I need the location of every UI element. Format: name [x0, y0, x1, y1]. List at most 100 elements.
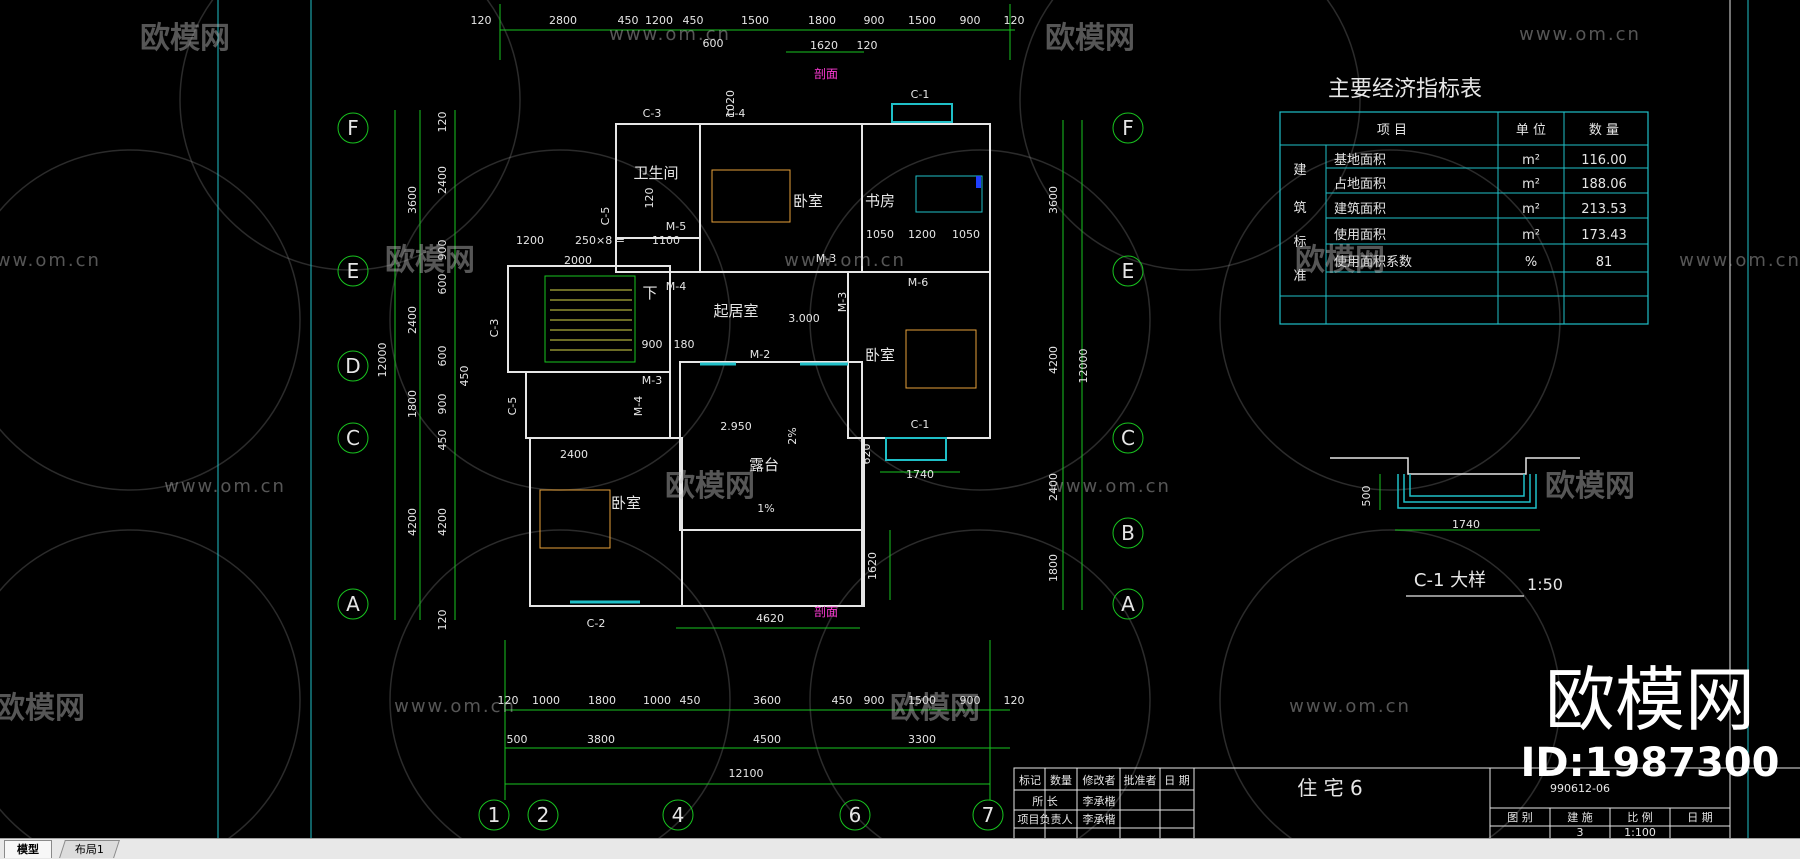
cad-drawing-canvas[interactable]: F E D C A F E C B A 1 2 4 6 7 120 2800 4… [0, 0, 1800, 838]
svg-text:欧模网: 欧模网 [385, 243, 475, 278]
svg-text:120: 120 [1004, 694, 1025, 707]
svg-text:项 目: 项 目 [1377, 123, 1407, 138]
svg-text:标记: 标记 [1019, 773, 1041, 787]
sheet-frame [217, 0, 1749, 838]
svg-text:3800: 3800 [587, 733, 615, 746]
svg-text:2000: 2000 [564, 254, 592, 267]
axis-label-2: 2 [537, 803, 550, 827]
watermark-logo: 欧模网 ID:1987300 [1510, 660, 1790, 786]
svg-text:4200: 4200 [436, 508, 449, 536]
svg-text:1800: 1800 [588, 694, 616, 707]
tab-model[interactable]: 模型 [4, 840, 52, 858]
svg-text:180: 180 [674, 338, 695, 351]
svg-text:1%: 1% [757, 502, 774, 515]
svg-text:120: 120 [471, 14, 492, 27]
layout-tab-bar: 模型 布局1 [0, 838, 1800, 859]
axis-label-c: C [346, 426, 360, 450]
svg-text:213.53: 213.53 [1581, 202, 1627, 217]
svg-text:C-1: C-1 [911, 88, 930, 101]
svg-text:图 别: 图 别 [1507, 811, 1533, 824]
svg-text:81: 81 [1596, 255, 1613, 270]
svg-text:m²: m² [1522, 153, 1540, 168]
svg-text:900: 900 [960, 14, 981, 27]
svg-text:日 期: 日 期 [1164, 774, 1190, 787]
svg-text:1200: 1200 [516, 234, 544, 247]
svg-text:2400: 2400 [406, 306, 419, 334]
svg-text:李承楷: 李承楷 [1083, 794, 1116, 808]
svg-text:C-1: C-1 [911, 418, 930, 431]
svg-text:188.06: 188.06 [1581, 177, 1627, 192]
svg-text:450: 450 [680, 694, 701, 707]
economic-indicator-table: 主要经济指标表 项 目 单 位 数 量 建 筑 标 准 基地面积 m² 116.… [1279, 77, 1649, 325]
svg-text:1200: 1200 [908, 228, 936, 241]
svg-text:990612-06: 990612-06 [1550, 782, 1610, 795]
room-bedroom-bottom: 卧室 [611, 494, 641, 512]
svg-text:1050: 1050 [866, 228, 894, 241]
svg-text:600: 600 [436, 346, 449, 367]
svg-text:173.43: 173.43 [1581, 228, 1627, 243]
svg-text:3600: 3600 [406, 186, 419, 214]
svg-text:www.om.cn: www.om.cn [1679, 250, 1800, 271]
axis-label-1: 1 [488, 803, 501, 827]
svg-text:500: 500 [507, 733, 528, 746]
svg-text:600: 600 [436, 274, 449, 295]
axis-label-a-right: A [1121, 592, 1135, 616]
svg-text:www.om.cn: www.om.cn [784, 250, 906, 271]
svg-text:4200: 4200 [406, 508, 419, 536]
tab-layout1[interactable]: 布局1 [59, 840, 120, 858]
svg-text:C-4: C-4 [727, 107, 746, 120]
svg-text:1620: 1620 [866, 552, 879, 580]
svg-text:120: 120 [857, 39, 878, 52]
svg-text:李承楷: 李承楷 [1083, 812, 1116, 826]
svg-text:欧模网: 欧模网 [0, 691, 85, 726]
axis-label-a: A [346, 592, 360, 616]
svg-text:www.om.cn: www.om.cn [394, 696, 516, 717]
svg-text:数 量: 数 量 [1589, 123, 1619, 138]
watermark-logo-text: 欧模网 [1545, 659, 1755, 741]
svg-text:1050: 1050 [952, 228, 980, 241]
room-terrace: 露台 [749, 456, 779, 474]
svg-text:C-3: C-3 [643, 107, 662, 120]
svg-text:120: 120 [498, 694, 519, 707]
axis-label-f-right: F [1122, 116, 1134, 140]
top-dimension-text: 120 2800 450 1200 450 1500 1800 900 1500… [471, 14, 1025, 118]
svg-text:120: 120 [436, 112, 449, 133]
svg-text:使用面积: 使用面积 [1334, 227, 1386, 243]
room-labels: 卫生间 卧室 书房 起居室 卧室 露台 卧室 下 [611, 164, 895, 512]
svg-text:1740: 1740 [906, 468, 934, 481]
svg-text:2.950: 2.950 [720, 420, 752, 433]
svg-text:1200: 1200 [645, 14, 673, 27]
svg-text:批准者: 批准者 [1124, 773, 1157, 787]
svg-text:900: 900 [436, 394, 449, 415]
svg-text:标: 标 [1293, 235, 1306, 250]
svg-text:2400: 2400 [1047, 473, 1060, 501]
svg-text:日 期: 日 期 [1687, 811, 1713, 824]
svg-text:欧模网: 欧模网 [1295, 243, 1385, 278]
watermark-id: ID:1987300 [1520, 740, 1780, 786]
svg-text:C-3: C-3 [488, 319, 501, 338]
room-bedroom-top: 卧室 [793, 192, 823, 210]
svg-text:单 位: 单 位 [1516, 123, 1546, 138]
axis-label-7: 7 [982, 803, 995, 827]
component-labels: C-3 C-4 C-1 C-5 C-3 C-5 C-1 C-2 M-5 M-4 … [488, 67, 980, 630]
right-dimension-text: 3600 4200 12000 2400 1800 [1047, 186, 1090, 582]
svg-text:12000: 12000 [376, 343, 389, 378]
svg-text:剖面: 剖面 [814, 67, 838, 81]
svg-text:www.om.cn: www.om.cn [0, 250, 101, 271]
axis-label-4: 4 [672, 803, 685, 827]
svg-text:450: 450 [458, 366, 471, 387]
svg-text:900: 900 [436, 240, 449, 261]
svg-text:准: 准 [1293, 269, 1306, 284]
svg-text:900: 900 [960, 694, 981, 707]
window-detail: 500 1740 C-1 大样 1:50 [1330, 457, 1580, 597]
svg-text:600: 600 [703, 37, 724, 50]
svg-text:3: 3 [1577, 826, 1584, 838]
svg-text:1100: 1100 [652, 234, 680, 247]
svg-text:2400: 2400 [560, 448, 588, 461]
svg-text:剖面: 剖面 [814, 605, 838, 619]
svg-text:450: 450 [618, 14, 639, 27]
svg-text:M-4: M-4 [666, 280, 686, 293]
svg-text:1020: 1020 [724, 90, 737, 118]
svg-text:C-2: C-2 [587, 617, 606, 630]
svg-text:m²: m² [1522, 177, 1540, 192]
